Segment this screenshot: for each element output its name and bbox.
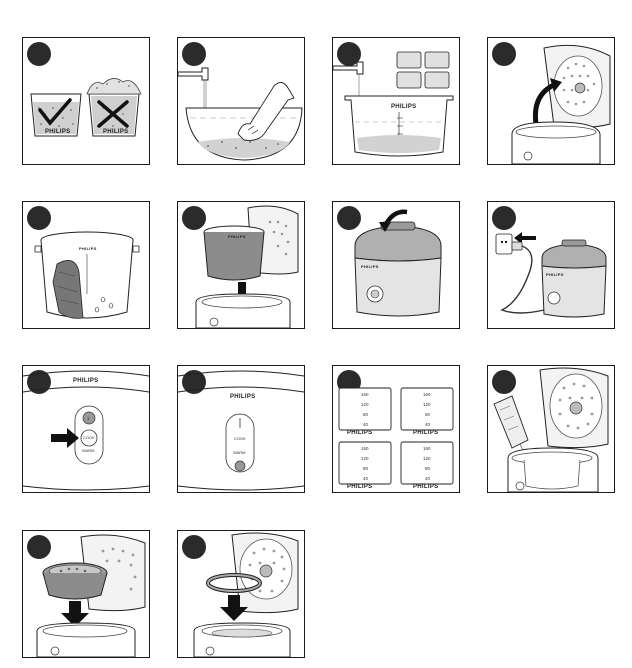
warm-label: WARM <box>233 450 246 455</box>
cup-scale-value: 160 <box>423 392 431 397</box>
brand-label: PHILIPS <box>413 484 438 490</box>
wiping-pot-illustration: PHILIPS <box>34 231 140 319</box>
cup-scale-value: 40 <box>425 422 431 427</box>
step-panel-7: PHILIPS <box>332 201 460 329</box>
step-number-badge <box>492 42 516 66</box>
step-panel-14 <box>177 530 305 658</box>
cup-scale-value: 80 <box>363 466 369 471</box>
measuring-cups-illustration: 160 120 80 40 PHILIPS 160 120 80 40 PHIL… <box>338 387 454 490</box>
step-panel-13 <box>22 530 150 658</box>
step-number-badge <box>492 206 516 230</box>
brand-label: PHILIPS <box>73 378 98 384</box>
warm-indicator-illustration: PHILIPS COOK WARM <box>178 370 304 491</box>
button-one-label: 1 <box>87 416 90 421</box>
brand-label: PHILIPS <box>391 104 416 110</box>
step-panel-10: PHILIPS COOK WARM <box>177 365 305 493</box>
step-number-badge <box>182 42 206 66</box>
check-icon <box>38 98 72 126</box>
measuring-cup: 160 120 80 40 PHILIPS <box>400 441 454 490</box>
step-number-badge <box>27 42 51 66</box>
step-number-badge <box>27 535 51 559</box>
rice-container-comparison-illustration: PHILIPS PHILIPS <box>30 78 142 137</box>
brand-label: PHILIPS <box>79 246 97 251</box>
step-panel-11: 160 120 80 40 PHILIPS 160 120 80 40 PHIL… <box>332 365 460 493</box>
warm-label: WARM <box>82 448 95 453</box>
step-panel-12 <box>487 365 615 493</box>
cup-scale-value: 40 <box>363 476 369 481</box>
pouring-into-pot-illustration <box>493 367 609 492</box>
step-panel-5: PHILIPS <box>22 201 150 329</box>
plugging-in-illustration: PHILIPS <box>495 232 607 318</box>
step-number-badge <box>182 535 206 559</box>
step-number-badge <box>337 206 361 230</box>
cross-icon <box>97 100 129 128</box>
cup-scale-value: 160 <box>361 446 369 451</box>
cup-scale-value: 80 <box>425 466 431 471</box>
brand-label: PHILIPS <box>230 394 255 400</box>
arrow-left-icon <box>514 232 536 244</box>
arrow-down-icon <box>220 595 248 621</box>
step-panel-1: PHILIPS PHILIPS <box>22 37 150 165</box>
step-panel-9: PHILIPS 1 COOK WARM <box>22 365 150 493</box>
step-panel-3: PHILIPS <box>332 37 460 165</box>
cup-scale-value: 120 <box>361 402 369 407</box>
opening-lid-illustration <box>511 44 611 164</box>
washing-rice-illustration <box>178 67 303 161</box>
cup-scale-value: 40 <box>425 476 431 481</box>
brand-label: PHILIPS <box>413 430 438 436</box>
brand-label: PHILIPS <box>361 264 379 269</box>
step-panel-6: PHILIPS <box>177 201 305 329</box>
brand-label: PHILIPS <box>347 430 372 436</box>
cup-scale-value: 120 <box>423 456 431 461</box>
step-number-badge <box>492 370 516 394</box>
cup-scale-value: 80 <box>363 412 369 417</box>
measuring-cup: 160 120 80 40 PHILIPS <box>338 387 392 436</box>
cup-scale-value: 80 <box>425 412 431 417</box>
cup-scale-value: 160 <box>423 446 431 451</box>
inserting-pot-illustration: PHILIPS <box>195 205 299 328</box>
measuring-cup: 160 120 80 40 PHILIPS <box>338 441 392 490</box>
brand-label: PHILIPS <box>347 484 372 490</box>
adding-water-illustration: PHILIPS <box>333 51 454 157</box>
cook-label: COOK <box>234 436 246 441</box>
arrow-right-icon <box>51 428 79 448</box>
brand-label: PHILIPS <box>546 272 564 277</box>
arrow-down-icon <box>61 601 89 627</box>
measuring-cup: 160 120 80 40 PHILIPS <box>400 387 454 436</box>
cup-scale-value: 40 <box>363 422 369 427</box>
placing-steaming-ring-illustration <box>193 532 299 657</box>
step-number-badge <box>27 206 51 230</box>
press-button-illustration: PHILIPS 1 COOK WARM <box>23 370 149 491</box>
cook-label: COOK <box>83 435 95 440</box>
cup-scale-value: 160 <box>361 392 369 397</box>
step-panel-4 <box>487 37 615 165</box>
step-panel-2 <box>177 37 305 165</box>
step-panel-8: PHILIPS <box>487 201 615 329</box>
brand-label: PHILIPS <box>103 129 128 135</box>
cup-scale-value: 120 <box>423 402 431 407</box>
brand-label: PHILIPS <box>228 234 246 239</box>
brand-label: PHILIPS <box>45 129 70 135</box>
cup-scale-value: 120 <box>361 456 369 461</box>
closing-lid-illustration: PHILIPS <box>354 209 442 317</box>
step-number-badge <box>182 206 206 230</box>
placing-steamer-basket-illustration <box>36 534 146 657</box>
